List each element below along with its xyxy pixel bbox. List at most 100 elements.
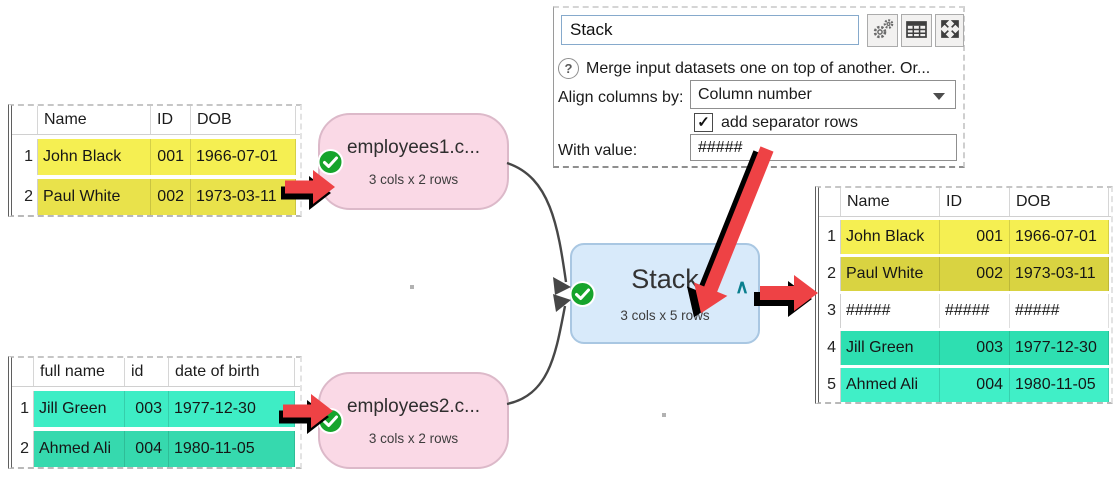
cell-dob: 1966-07-01 xyxy=(191,139,296,175)
cell-dob: 1966-07-01 xyxy=(1010,220,1109,254)
column-header: ID xyxy=(940,188,1010,216)
align-columns-value: Column number xyxy=(698,85,812,103)
cell-name: Ahmed Ali xyxy=(841,368,940,402)
row-number: 1 xyxy=(12,391,34,427)
connector-input1-stack xyxy=(506,161,571,295)
node-subtitle: 3 cols x 2 rows xyxy=(368,430,459,446)
cell-name: Jill Green xyxy=(841,331,940,365)
row-number-header xyxy=(12,358,34,386)
row-number: 4 xyxy=(819,331,841,365)
node-title: Stack xyxy=(631,264,699,294)
checkmark-icon: ✓ xyxy=(697,114,710,131)
node-employees2[interactable]: employees2.c... 3 cols x 2 rows xyxy=(317,372,509,469)
table-row: 2 Paul White 002 1973-03-11 xyxy=(12,179,300,215)
cell-id: 003 xyxy=(940,331,1010,365)
output-table: Name ID DOB 1 John Black 001 1966-07-01 … xyxy=(815,186,1113,404)
cell-id: 004 xyxy=(940,368,1010,402)
column-header: Name xyxy=(38,106,151,134)
transform-description: Merge input datasets one on top of anoth… xyxy=(586,59,931,77)
column-header: id xyxy=(125,358,169,386)
cell-dob: ##### xyxy=(1010,294,1109,328)
check-icon xyxy=(317,407,344,434)
cell-name: Jill Green xyxy=(34,391,125,427)
node-stack[interactable]: ∧ Stack 3 cols x 5 rows xyxy=(569,243,760,344)
node-employees1[interactable]: employees1.c... 3 cols x 2 rows xyxy=(317,113,509,210)
check-icon xyxy=(569,280,596,307)
align-columns-select[interactable]: Column number xyxy=(690,80,956,109)
align-columns-row: Align columns by: Column number xyxy=(558,80,958,110)
separator-rows-option: ✓ add separator rows xyxy=(694,113,858,132)
row-number: 2 xyxy=(819,257,841,291)
chevron-down-icon xyxy=(933,93,945,100)
cell-dob: 1973-03-11 xyxy=(1010,257,1109,291)
cell-id: 003 xyxy=(125,391,169,427)
cell-id: 002 xyxy=(151,179,191,215)
cell-name: John Black xyxy=(38,139,151,175)
cell-name: ##### xyxy=(841,294,940,328)
table-view-button[interactable] xyxy=(901,14,932,47)
input2-table: full name id date of birth 1 Jill Green … xyxy=(8,356,302,469)
cell-dob: 1977-12-30 xyxy=(169,391,295,427)
align-columns-label: Align columns by: xyxy=(558,89,684,106)
cell-name: John Black xyxy=(841,220,940,254)
add-separator-checkbox[interactable]: ✓ xyxy=(694,113,713,132)
input1-table: Name ID DOB 1 John Black 001 1966-07-01 … xyxy=(8,104,302,217)
row-number-header xyxy=(12,106,38,134)
row-number: 2 xyxy=(12,179,38,215)
column-header: ID xyxy=(151,106,191,134)
help-icon[interactable]: ? xyxy=(558,58,579,79)
gears-icon xyxy=(871,17,895,44)
help-row: ? Merge input datasets one on top of ano… xyxy=(558,58,930,79)
column-header: DOB xyxy=(1010,188,1109,216)
transform-options-panel: ? Merge input datasets one on top of ano… xyxy=(553,6,965,168)
expand-button[interactable] xyxy=(935,14,964,47)
expand-arrows-icon xyxy=(939,18,961,43)
table-row: 1 John Black 001 1966-07-01 xyxy=(819,220,1111,254)
add-separator-label: add separator rows xyxy=(721,113,858,131)
cell-id: 004 xyxy=(125,431,169,467)
table-row: 1 John Black 001 1966-07-01 xyxy=(12,139,300,175)
settings-button[interactable] xyxy=(867,14,898,47)
table-header-row: Name ID DOB xyxy=(12,106,300,135)
row-number: 3 xyxy=(819,294,841,328)
cell-dob: 1973-03-11 xyxy=(191,179,296,215)
connector-input2-stack xyxy=(506,294,571,406)
table-row: 2 Paul White 002 1973-03-11 xyxy=(819,257,1111,291)
cell-id: 001 xyxy=(151,139,191,175)
check-icon xyxy=(317,148,344,175)
canvas-dot xyxy=(662,413,666,417)
node-subtitle: 3 cols x 2 rows xyxy=(368,171,459,187)
cell-name: Paul White xyxy=(38,179,151,215)
column-header: DOB xyxy=(191,106,296,134)
cell-dob: 1977-12-30 xyxy=(1010,331,1109,365)
node-subtitle: 3 cols x 5 rows xyxy=(620,308,710,323)
table-grid-icon xyxy=(905,19,928,43)
panel-toolbar xyxy=(561,14,964,48)
table-row: 5 Ahmed Ali 004 1980-11-05 xyxy=(819,368,1111,402)
row-number: 5 xyxy=(819,368,841,402)
column-header: date of birth xyxy=(169,358,295,386)
with-value-label: With value: xyxy=(558,142,638,159)
cell-name: Ahmed Ali xyxy=(34,431,125,467)
canvas-dot xyxy=(410,285,414,289)
table-row-separator: 3 ##### ##### ##### xyxy=(819,294,1111,328)
transform-name-input[interactable] xyxy=(561,15,859,45)
with-value-input[interactable] xyxy=(690,134,957,161)
cell-id: ##### xyxy=(940,294,1010,328)
row-number: 1 xyxy=(819,220,841,254)
table-row: 2 Ahmed Ali 004 1980-11-05 xyxy=(12,431,300,467)
node-title: employees2.c... xyxy=(346,395,481,417)
cell-id: 002 xyxy=(940,257,1010,291)
cell-id: 001 xyxy=(940,220,1010,254)
node-title: employees1.c... xyxy=(346,136,481,158)
row-number: 1 xyxy=(12,139,38,175)
column-header: Name xyxy=(841,188,940,216)
with-value-row: With value: xyxy=(558,134,958,162)
row-number: 2 xyxy=(12,431,34,467)
collapse-caret-icon[interactable]: ∧ xyxy=(735,277,749,298)
row-number-header xyxy=(819,188,841,216)
table-row: 4 Jill Green 003 1977-12-30 xyxy=(819,331,1111,365)
table-header-row: full name id date of birth xyxy=(12,358,300,387)
cell-dob: 1980-11-05 xyxy=(1010,368,1109,402)
